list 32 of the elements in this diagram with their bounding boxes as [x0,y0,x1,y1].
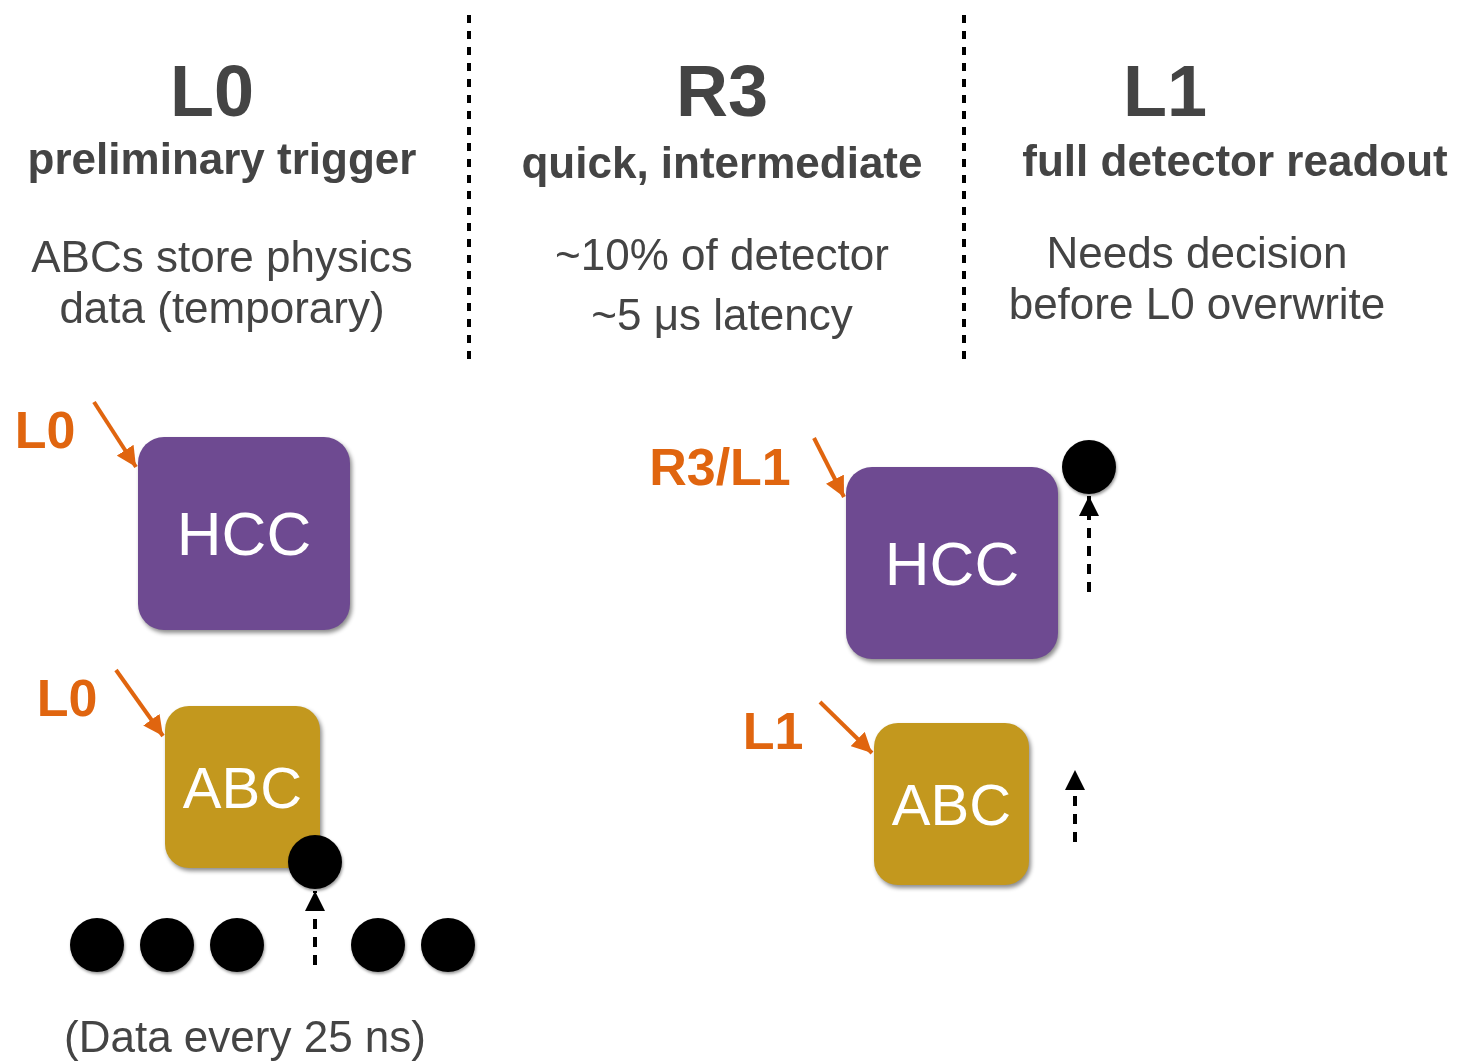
dashed-arrow [305,891,325,965]
data-dot [351,918,405,972]
data-dot [288,835,342,889]
signal-label: L1 [740,700,806,762]
column-subheading: quick, intermediate [520,138,924,189]
signal-label: L0 [32,668,102,728]
description-text: ~5 μs latency [590,290,854,341]
arrow [812,437,846,498]
hcc-chip-box: HCC [138,437,350,630]
data-dot [70,918,124,972]
abc-chip-box: ABC [874,723,1029,885]
column-subheading: preliminary trigger [26,134,418,185]
abc-chip-box: ABC [165,706,320,868]
description-text: ABCs store physics data (temporary) [30,232,414,334]
signal-label: L0 [10,400,80,460]
data-dot [210,918,264,972]
caption-text: (Data every 25 ns) [63,1012,427,1063]
arrow [818,700,874,755]
description-text: ~10% of detector [554,230,890,281]
description-text: Needs decision before L0 overwrite [1007,228,1387,330]
arrow [92,400,138,469]
column-heading: L0 [169,50,255,133]
arrow [114,668,165,738]
column-subheading: full detector readout [1021,136,1449,187]
column-heading: L1 [1122,50,1208,133]
dashed-arrow [1079,496,1099,592]
data-dot [1062,440,1116,494]
hcc-chip-box: HCC [846,467,1058,659]
signal-label: R3/L1 [640,436,800,498]
data-dot [140,918,194,972]
data-dot [421,918,475,972]
column-heading: R3 [674,50,769,133]
